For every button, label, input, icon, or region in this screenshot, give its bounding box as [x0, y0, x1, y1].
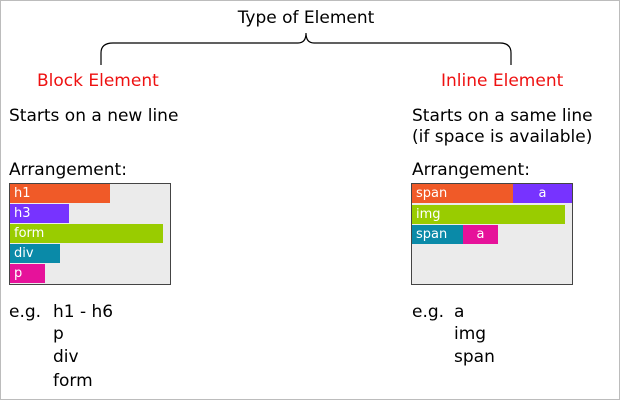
inline-description-line1: Starts on a same line — [412, 106, 593, 126]
block-arrangement-box: h1 h3 form div p — [9, 183, 171, 285]
inline-arrangement-box: span a img span a — [411, 183, 573, 285]
block-bar-p: p — [10, 264, 45, 283]
inline-example-a: a — [454, 302, 465, 322]
block-example-div: div — [53, 347, 79, 367]
inline-example-img: img — [454, 324, 487, 344]
block-eg-label: e.g. — [9, 302, 42, 322]
block-arrangement-label: Arrangement: — [9, 160, 127, 180]
inline-bar-a-2: a — [463, 225, 498, 244]
block-description: Starts on a new line — [9, 106, 179, 126]
block-heading: Block Element — [37, 71, 159, 91]
block-bar-form: form — [10, 224, 163, 243]
inline-bar-span: span — [412, 184, 513, 203]
inline-bar-a: a — [513, 184, 572, 203]
block-bar-div: div — [10, 244, 60, 263]
block-example-p: p — [53, 324, 64, 344]
diagram-title: Type of Element — [237, 8, 375, 28]
block-bar-h3: h3 — [10, 204, 69, 223]
branch-brace — [100, 32, 512, 65]
block-example-form: form — [53, 371, 93, 391]
block-example-h1-h6: h1 - h6 — [53, 302, 114, 322]
inline-eg-label: e.g. — [412, 302, 445, 322]
block-bar-h1: h1 — [10, 184, 110, 203]
inline-arrangement-label: Arrangement: — [412, 160, 530, 180]
inline-bar-span-2: span — [412, 225, 463, 244]
inline-bar-img: img — [412, 205, 565, 224]
inline-heading: Inline Element — [441, 71, 564, 91]
inline-description-line2: (if space is available) — [412, 127, 593, 147]
inline-example-span: span — [454, 347, 495, 367]
